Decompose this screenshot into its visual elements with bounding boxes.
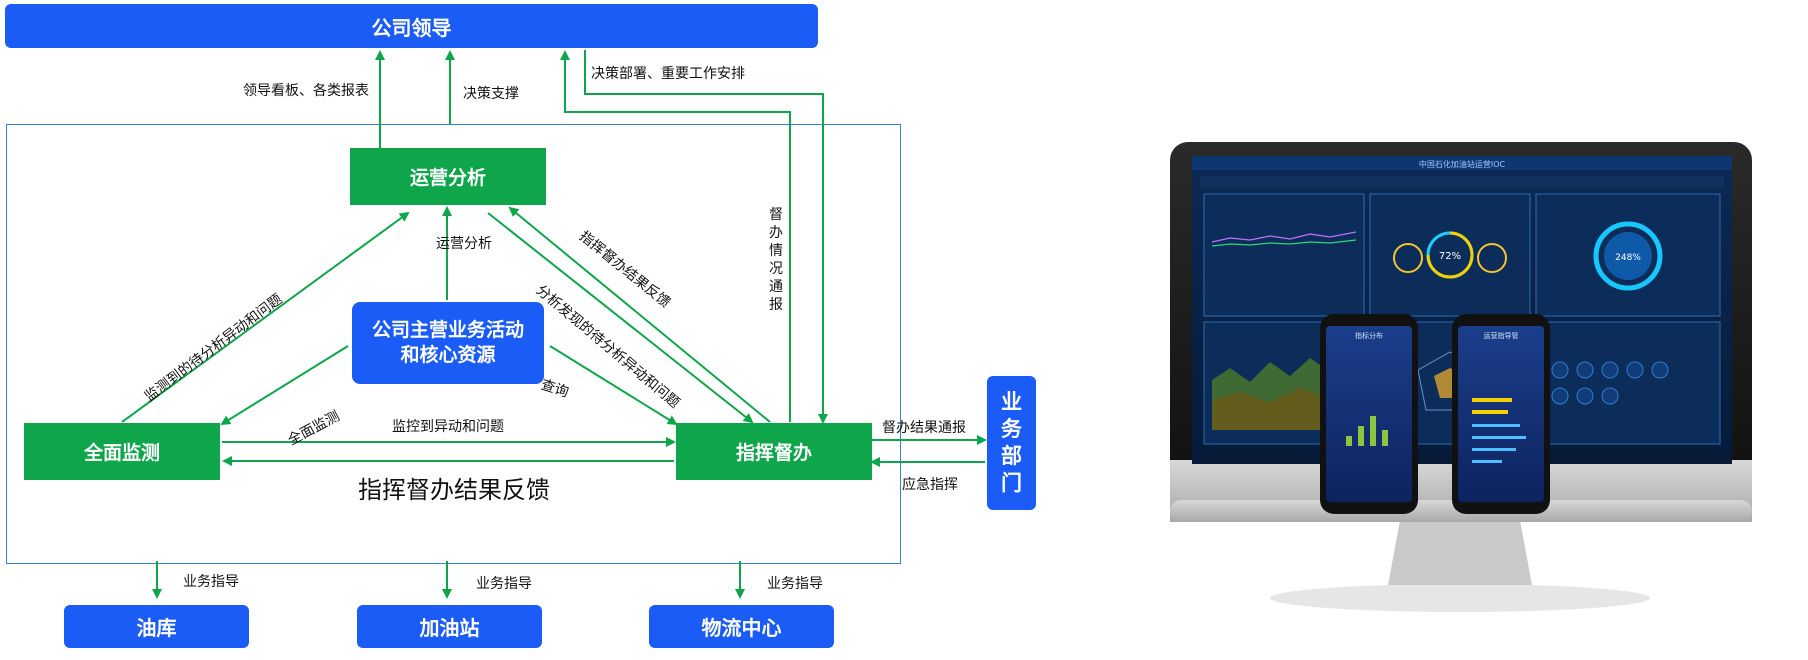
node-ops-analysis-label: 运营分析 [409, 167, 486, 189]
label-decision-support: 决策支撑 [463, 86, 519, 102]
phone-left-title: 指标分布 [1355, 331, 1383, 340]
gauge-2-value: 248% [1615, 253, 1641, 263]
node-monitor: 全面监测 [24, 423, 220, 480]
monitor-title: 中国石化加油站运营IOC [1419, 159, 1506, 169]
node-leadership: 公司领导 [5, 4, 818, 48]
arrow-command-to-ops [508, 206, 771, 423]
node-ops-analysis: 运营分析 [350, 148, 546, 205]
node-command: 指挥督办 [676, 423, 872, 480]
label-supervise-report: 督办情况通报 [769, 207, 783, 313]
label-decision-deploy: 决策部署、重要工作安排 [591, 66, 745, 82]
arrow-monitor-to-ops [121, 211, 410, 423]
label-dashboard: 领导看板、各类报表 [243, 83, 369, 99]
arrow-core-to-command [549, 345, 678, 426]
node-biz-dept-label: 业务部门 [1001, 390, 1022, 495]
node-monitor-label: 全面监测 [83, 442, 160, 464]
node-command-label: 指挥督办 [735, 442, 812, 464]
node-logistics-label: 物流中心 [701, 616, 782, 640]
device-mockup: 中国石化加油站运营IOC 72% 248% 指标分布 运营指导管 [1170, 142, 1752, 612]
node-leadership-label: 公司领导 [371, 15, 452, 40]
arrow-command-to-leader [560, 50, 791, 422]
main-frame [6, 124, 901, 564]
label-result-notice: 督办结果通报 [882, 420, 966, 436]
label-monitor-issues: 监控到异动和问题 [392, 419, 504, 435]
node-biz-dept: 业务部门 [987, 376, 1036, 510]
label-ops-analysis: 运营分析 [436, 236, 492, 252]
node-oil-depot-label: 油库 [136, 616, 177, 640]
arrow-core-to-monitor [220, 345, 349, 426]
arrow-ops-to-command [487, 212, 754, 424]
node-gas-station: 加油站 [357, 605, 542, 648]
arrow-leader-to-command [584, 50, 828, 424]
node-gas-station-label: 加油站 [419, 616, 480, 640]
node-core: 公司主营业务活动和核心资源 [352, 302, 544, 384]
node-oil-depot: 油库 [64, 605, 249, 648]
label-cmd-feedback-big: 指挥督办结果反馈 [358, 476, 550, 504]
phone-right-title: 运营指导管 [1484, 331, 1519, 340]
node-core-label: 公司主营业务活动和核心资源 [371, 319, 524, 366]
label-biz-guide-1: 业务指导 [183, 574, 239, 590]
label-emergency: 应急指挥 [902, 477, 958, 493]
label-biz-guide-3: 业务指导 [767, 576, 823, 592]
node-logistics: 物流中心 [649, 605, 834, 648]
label-biz-guide-2: 业务指导 [476, 576, 532, 592]
gauge-1-value: 72% [1439, 251, 1461, 262]
